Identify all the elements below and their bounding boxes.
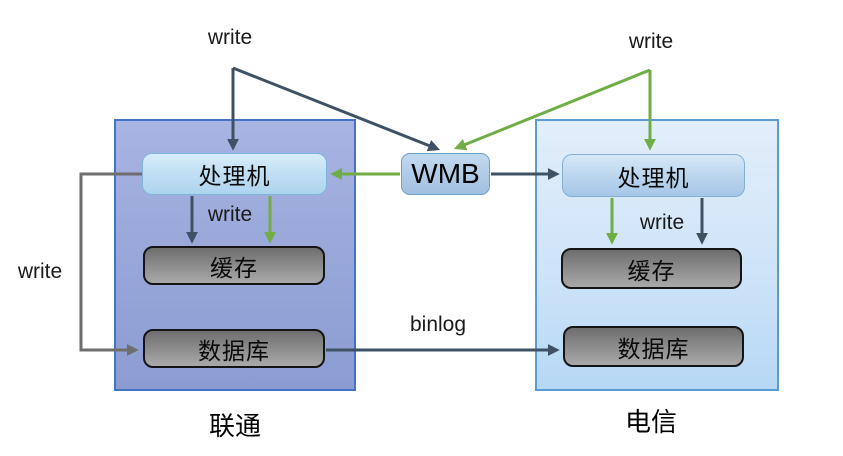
node-telecom-cache: 缓存	[561, 248, 742, 289]
label-unicom-db-write: write	[17, 260, 63, 283]
label-telecom-client-write: write	[628, 30, 674, 53]
node-wmb-broker: WMB	[401, 153, 490, 195]
label-group-unicom: 联通	[208, 412, 261, 441]
edge-unicom-processor-to-database	[79, 172, 142, 356]
edge-unicom-write-to-wmb	[232, 66, 441, 152]
node-unicom-database: 数据库	[143, 329, 325, 368]
node-unicom-cache: 缓存	[143, 246, 325, 285]
label-binlog: binlog	[409, 313, 467, 336]
label-group-telecom: 电信	[624, 408, 677, 437]
label-unicom-cache-write: write	[207, 203, 253, 226]
label-unicom-client-write: write	[207, 26, 253, 49]
node-telecom-database: 数据库	[563, 326, 744, 367]
node-telecom-processor: 处理机	[562, 154, 745, 197]
edge-telecom-write-to-wmb	[453, 68, 651, 151]
node-unicom-processor: 处理机	[142, 153, 327, 195]
label-telecom-cache-write: write	[639, 211, 685, 234]
